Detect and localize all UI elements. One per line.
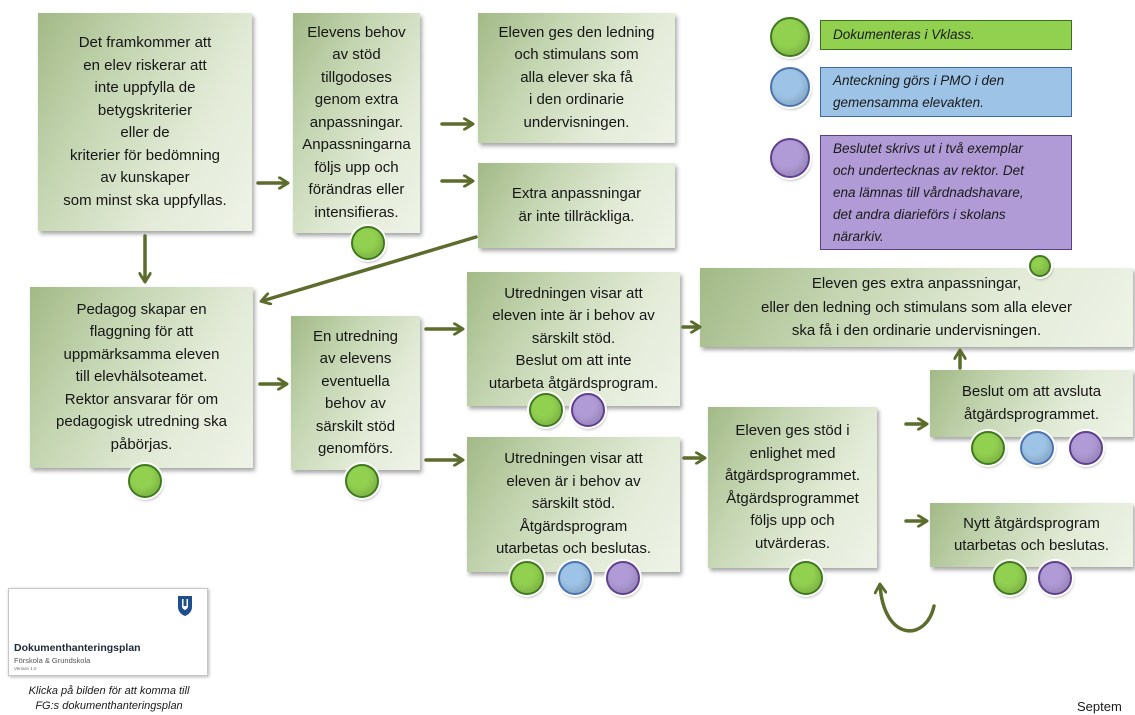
thumbnail-title: Dokumenthanteringsplan <box>14 642 141 654</box>
step-special-support-needed: Utredningen visar att eleven är i behov … <box>467 437 680 572</box>
legend-green-circle-icon <box>770 17 810 57</box>
purple-circle-icon <box>606 561 640 595</box>
legend-blue-circle-icon <box>770 67 810 107</box>
markers-investigation <box>345 464 379 498</box>
markers-end-program <box>971 431 1103 465</box>
step-risk-identified: Det framkommer att en elev riskerar att … <box>38 13 252 231</box>
legend-purple-circle-icon <box>770 138 810 178</box>
green-circle-icon <box>510 561 544 595</box>
green-circle-icon <box>971 431 1005 465</box>
markers-flagging <box>128 464 162 498</box>
step-support-given: Eleven ges stöd i enlighet med åtgärdspr… <box>708 407 877 568</box>
step-ordinary-teaching: Eleven ges den ledning och stimulans som… <box>478 13 675 143</box>
blue-circle-icon <box>558 561 592 595</box>
shield-logo-icon <box>178 596 192 616</box>
step-end-program: Beslut om att avsluta åtgärdsprogrammet. <box>930 370 1133 437</box>
legend-green-label: Dokumenteras i Vklass. <box>820 20 1072 50</box>
purple-circle-icon <box>1069 431 1103 465</box>
green-circle-icon <box>993 561 1027 595</box>
footer-date-text: Septem <box>1077 699 1122 714</box>
green-circle-icon <box>529 393 563 427</box>
markers-no-special-support <box>529 393 605 427</box>
thumbnail-version: Version 1.0 <box>14 666 37 671</box>
step-new-program: Nytt åtgärdsprogram utarbetas och beslut… <box>930 503 1133 567</box>
markers-support-given <box>789 561 823 595</box>
thumbnail-caption: Klicka på bilden för att komma till FG:s… <box>28 685 190 712</box>
step-outcome-extra-adaptations: Eleven ges extra anpassningar, eller den… <box>700 268 1133 347</box>
markers-new-program <box>993 561 1072 595</box>
thumbnail-subtitle: Förskola & Grundskola <box>14 656 91 665</box>
legend-purple-label: Beslutet skrivs ut i två exemplar och un… <box>820 135 1072 250</box>
green-circle-icon <box>1029 255 1051 277</box>
green-circle-icon <box>128 464 162 498</box>
step-no-special-support: Utredningen visar att eleven inte är i b… <box>467 272 680 406</box>
arrow-loop-back-to-support-given <box>880 585 936 633</box>
blue-circle-icon <box>1020 431 1054 465</box>
markers-extra-adaptations <box>351 226 385 260</box>
document-plan-thumbnail[interactable]: Dokumenthanteringsplan Förskola & Grunds… <box>8 588 208 676</box>
step-extra-adaptations: Elevens behov av stöd tillgodoses genom … <box>293 13 420 233</box>
purple-circle-icon <box>1038 561 1072 595</box>
step-flagging: Pedagog skapar en flaggning för att uppm… <box>30 287 253 468</box>
step-adaptations-insufficient: Extra anpassningar är inte tillräckliga. <box>478 163 675 248</box>
green-circle-icon <box>351 226 385 260</box>
step-investigation: En utredning av elevens eventuella behov… <box>291 316 420 470</box>
markers-special-support-needed <box>510 561 640 595</box>
green-circle-icon <box>789 561 823 595</box>
green-circle-icon <box>345 464 379 498</box>
legend-blue-label: Anteckning görs i PMO i den gemensamma e… <box>820 67 1072 117</box>
markers-outcome-extra-adaptations <box>1029 255 1051 277</box>
purple-circle-icon <box>571 393 605 427</box>
